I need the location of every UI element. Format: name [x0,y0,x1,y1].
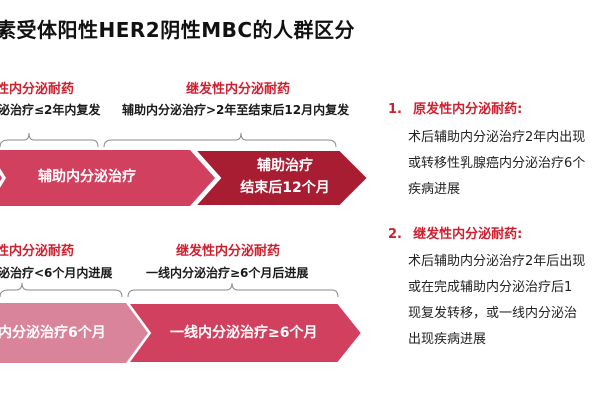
right-item-2: 2. 继发性内分泌耐药: [388,223,522,242]
row2-primary-label: 性内分泌耐药 [0,244,75,259]
brace-row1-primary [0,132,99,148]
arrow-row2-first-line [126,302,364,364]
row1-primary-sub: 泌治疗≤2年内复发 [0,103,101,117]
arrow-row2-first-months [0,303,148,363]
row1-secondary-sub: 辅助内分泌治疗>2年至结束后12月内复发 [122,103,350,117]
right-item-1-number: 1. [388,102,402,117]
right-item-2-line-4: 出现疾病进展 [408,332,487,347]
arrow-row1-post-adjuvant [192,149,370,207]
arrow-row2-first-line-text: 一线内分泌治疗≥6个月 [170,325,318,341]
brace-row2-primary [0,282,123,298]
right-item-2-heading: 继发性内分泌耐药: [413,227,523,242]
arrow-row1-post-adjuvant-text: 辅助治疗 结束后12个月 [230,155,340,199]
row2-secondary-sub: 一线内分泌治疗≥6个月后进展 [146,266,309,280]
page-title: 素受体阳性HER2阴性MBC的人群区分 [0,18,356,42]
chevron-left-hint [0,168,6,188]
arrow-row2-first-months-text: 内分泌治疗6个月 [0,325,106,341]
right-item-1-line-2: 或转移性乳腺癌内分泌治疗6个 [408,156,586,171]
right-item-1-line-3: 疾病进展 [408,182,461,197]
brace-row2-secondary [127,282,339,298]
row1-secondary-label: 继发性内分泌耐药 [186,82,291,97]
right-item-2-number: 2. [388,227,402,242]
right-item-2-line-1: 术后辅助内分泌治疗2年后出现 [408,254,586,269]
right-item-2-line-2: 或在完成辅助内分泌治疗后1 [408,280,573,295]
arrow-row1-adjuvant-text: 辅助内分泌治疗 [38,169,136,185]
arrow-row1-post-adjuvant-line2: 结束后12个月 [240,180,330,196]
right-item-2-line-3: 现复发转移，或一线内分泌治 [408,306,578,321]
row2-primary-sub: 泌治疗<6个月内进展 [0,266,113,280]
right-item-1-heading: 原发性内分泌耐药: [413,102,523,117]
row2-secondary-label: 继发性内分泌耐药 [176,244,281,259]
right-item-1-line-1: 术后辅助内分泌治疗2年内出现 [408,130,586,145]
right-item-1: 1. 原发性内分泌耐药: [388,98,522,117]
arrow-row1-post-adjuvant-line1: 辅助治疗 [257,158,313,174]
row1-primary-label: 性内分泌耐药 [0,82,75,97]
arrow-row1-adjuvant [0,150,215,206]
brace-row1-secondary [103,132,337,148]
